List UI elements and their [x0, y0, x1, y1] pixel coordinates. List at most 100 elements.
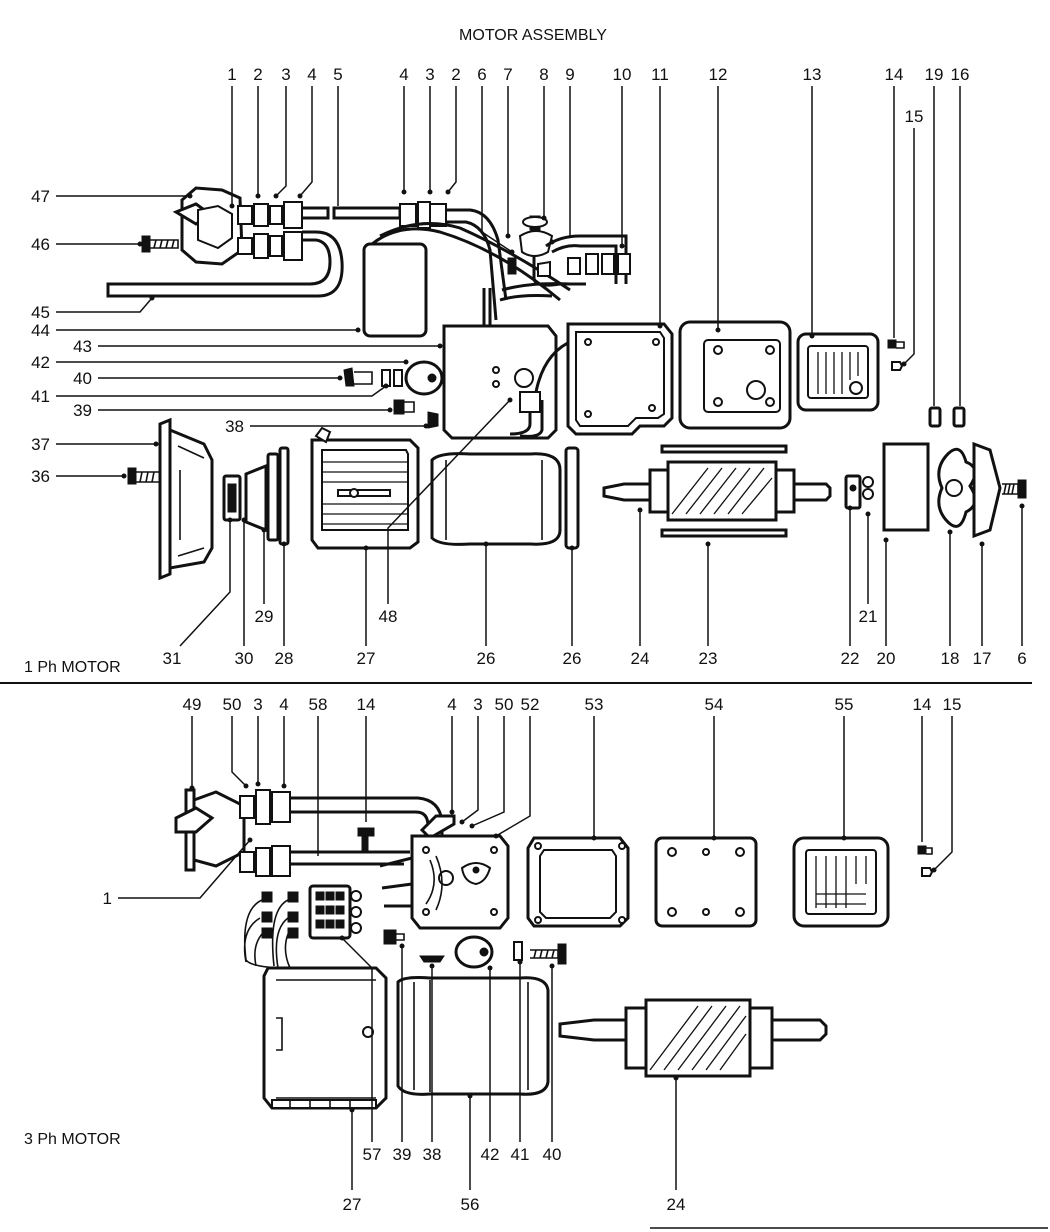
screw-36 [127, 467, 161, 485]
terminal-block-57 [243, 884, 405, 969]
callout-2: 2 [253, 65, 262, 84]
callout-37: 37 [31, 435, 50, 454]
fan-18 [937, 447, 977, 528]
callout-22: 22 [841, 649, 860, 668]
leader-lines [56, 86, 1025, 1190]
callout-39: 39 [393, 1145, 412, 1164]
callout-13: 13 [803, 65, 822, 84]
callout-28: 28 [275, 649, 294, 668]
callout-18: 18 [941, 649, 960, 668]
seal-29-28 [244, 446, 290, 546]
terminal-box-3ph [379, 814, 510, 930]
louvred-cover-13 [796, 332, 880, 412]
callout-1: 1 [227, 65, 236, 84]
callout-4: 4 [307, 65, 316, 84]
callout-42: 42 [481, 1145, 500, 1164]
callout-26: 26 [477, 649, 496, 668]
callout-4: 4 [447, 695, 456, 714]
callout-38: 38 [423, 1145, 442, 1164]
callout-26: 26 [563, 649, 582, 668]
screw-15-1ph [891, 361, 904, 371]
callout-1: 1 [103, 889, 112, 908]
callout-11: 11 [651, 65, 669, 84]
callout-15: 15 [943, 695, 962, 714]
callout-numbers-1ph: 1 2 3 4 5 4 3 2 6 7 8 9 10 11 12 13 14 1… [31, 65, 1027, 668]
screw-6 [1002, 479, 1027, 499]
callout-48: 48 [379, 607, 398, 626]
switch-parts-22-21 [844, 474, 874, 510]
callout-10: 10 [613, 65, 632, 84]
cowl-17 [972, 441, 1002, 539]
callout-56: 56 [461, 1195, 480, 1214]
callout-14: 14 [913, 695, 932, 714]
callout-21: 21 [859, 607, 878, 626]
terminal-block-1ph [507, 215, 631, 287]
callout-46: 46 [31, 235, 50, 254]
screw-14-3ph-a [357, 827, 375, 851]
callout-27: 27 [343, 1195, 362, 1214]
callout-41: 41 [31, 387, 50, 406]
callout-6: 6 [1017, 649, 1026, 668]
callout-55: 55 [835, 695, 854, 714]
screw-46 [141, 235, 179, 253]
cable-gland-3ph [174, 788, 444, 877]
callout-40: 40 [73, 369, 92, 388]
end-bell-37 [158, 417, 214, 581]
gasket-53 [526, 836, 630, 928]
callout-16: 16 [951, 65, 970, 84]
callout-49: 49 [183, 695, 202, 714]
callout-57: 57 [363, 1145, 382, 1164]
callout-27: 27 [357, 649, 376, 668]
callout-39: 39 [73, 401, 92, 420]
callout-44: 44 [31, 321, 50, 340]
callout-19: 19 [925, 65, 944, 84]
callout-3: 3 [281, 65, 290, 84]
callout-9: 9 [565, 65, 574, 84]
callout-53: 53 [585, 695, 604, 714]
callout-6: 6 [477, 65, 486, 84]
cable-gland-1ph [106, 186, 344, 298]
callout-42: 42 [31, 353, 50, 372]
callout-31: 31 [163, 649, 182, 668]
callout-52: 52 [521, 695, 540, 714]
callout-45: 45 [31, 303, 50, 322]
callout-7: 7 [503, 65, 512, 84]
stator-housing-27-3ph [262, 966, 388, 1110]
small-parts-3ph [419, 935, 567, 969]
cover-plate-12 [678, 320, 792, 430]
bearing-30 [222, 474, 242, 522]
callout-8: 8 [539, 65, 548, 84]
callout-14: 14 [357, 695, 376, 714]
callout-54: 54 [705, 695, 724, 714]
diagram-title: MOTOR ASSEMBLY [459, 27, 607, 44]
callout-24: 24 [667, 1195, 686, 1214]
screw-15-3ph [921, 867, 934, 877]
callout-38: 38 [225, 417, 244, 436]
callout-14: 14 [885, 65, 904, 84]
screw-14-3ph-b [917, 845, 933, 855]
callout-58: 58 [309, 695, 328, 714]
callout-41: 41 [511, 1145, 530, 1164]
callout-40: 40 [543, 1145, 562, 1164]
callout-29: 29 [255, 607, 274, 626]
screw-14-1ph [887, 339, 905, 349]
callout-50: 50 [495, 695, 514, 714]
bushes-19-16 [928, 406, 966, 428]
stator-housing-27 [310, 426, 420, 550]
bushing-42-1ph [343, 360, 444, 429]
rotor-24-3ph [558, 998, 828, 1078]
section-label-1ph: 1 Ph MOTOR [24, 659, 121, 676]
callout-47: 47 [31, 187, 50, 206]
callout-3: 3 [425, 65, 434, 84]
gasket-11 [566, 322, 674, 436]
cover-plate-54 [654, 836, 758, 928]
terminal-box-1ph [442, 324, 575, 440]
callout-4: 4 [279, 695, 288, 714]
callout-17: 17 [973, 649, 992, 668]
callout-50: 50 [223, 695, 242, 714]
callout-36: 36 [31, 467, 50, 486]
callout-15: 15 [905, 107, 924, 126]
stator-winding-26 [430, 446, 580, 550]
callout-20: 20 [877, 649, 896, 668]
